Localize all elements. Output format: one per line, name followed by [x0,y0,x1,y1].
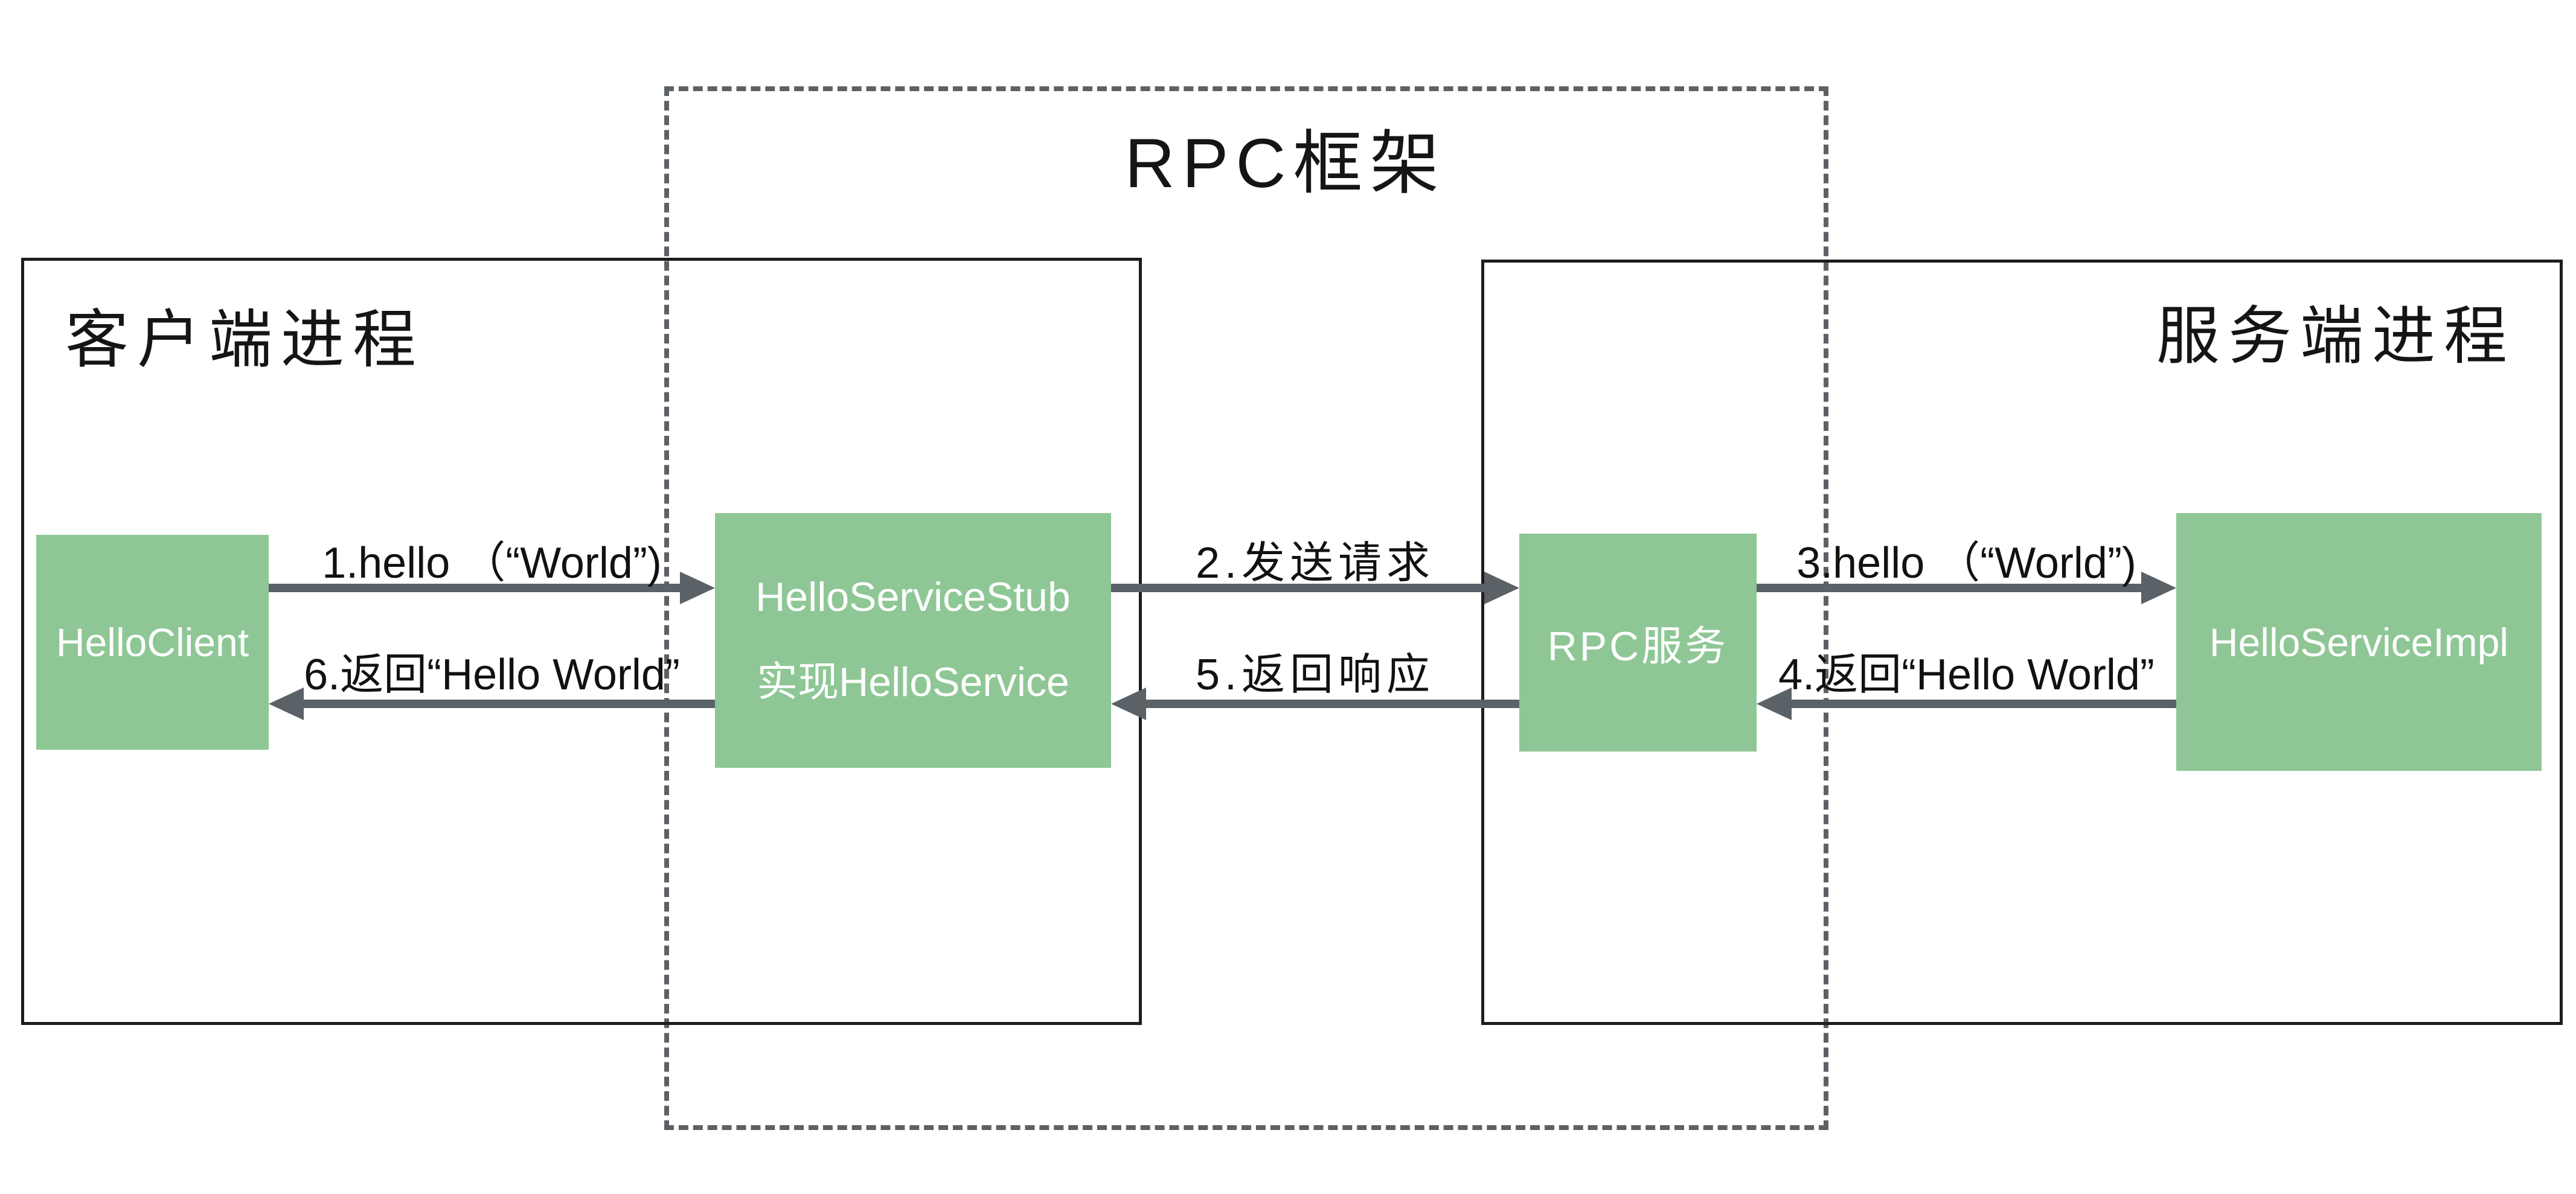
arrow-step6-head-left-icon [269,688,304,720]
node-stub-label-line1: HelloServiceStub [755,573,1071,620]
arrow-step1-label: 1.hello （“World”) [322,539,662,587]
node-hello-service-impl-label: HelloServiceImpl [2209,619,2509,665]
arrow-step4-line [1787,700,2176,708]
rpc-framework-boundary-box [664,86,1828,1130]
arrow-step5-head-left-icon [1111,688,1146,720]
arrow-step5-line [1141,700,1519,708]
server-process-box [1481,260,2563,1025]
rpc-framework-title: RPC框架 [1124,125,1447,202]
arrow-step3-head-right-icon [2141,572,2176,604]
arrow-step2-label: 2.发送请求 [1195,539,1435,587]
arrow-step6-label: 6.返回“Hello World” [304,651,680,699]
arrow-step2-line [1111,584,1491,592]
node-rpc-service-label: RPC服务 [1547,624,1729,669]
node-rpc-service: RPC服务 [1519,534,1757,752]
arrow-step1-line [269,584,687,592]
arrow-step6-line [299,700,715,708]
node-hello-service-stub: HelloServiceStub 实现HelloService [715,513,1111,768]
arrow-step3-label: 3.hello （“World”) [1796,539,2136,587]
arrow-step1-head-right-icon [680,572,715,604]
arrow-step4-head-left-icon [1757,688,1792,720]
arrow-step5-label: 5.返回响应 [1195,651,1435,699]
client-process-label: 客户端进程 [65,305,425,375]
arrow-step4-label: 4.返回“Hello World” [1778,651,2155,699]
node-hello-service-impl: HelloServiceImpl [2176,513,2542,771]
server-process-label: 服务端进程 [2156,301,2516,372]
node-hello-client: HelloClient [36,535,269,750]
client-process-box [21,258,1142,1025]
node-hello-client-label: HelloClient [56,620,249,665]
node-stub-label-line2: 实现HelloService [757,659,1069,705]
arrow-step2-head-right-icon [1484,572,1519,604]
arrow-step3-line [1757,584,2148,592]
